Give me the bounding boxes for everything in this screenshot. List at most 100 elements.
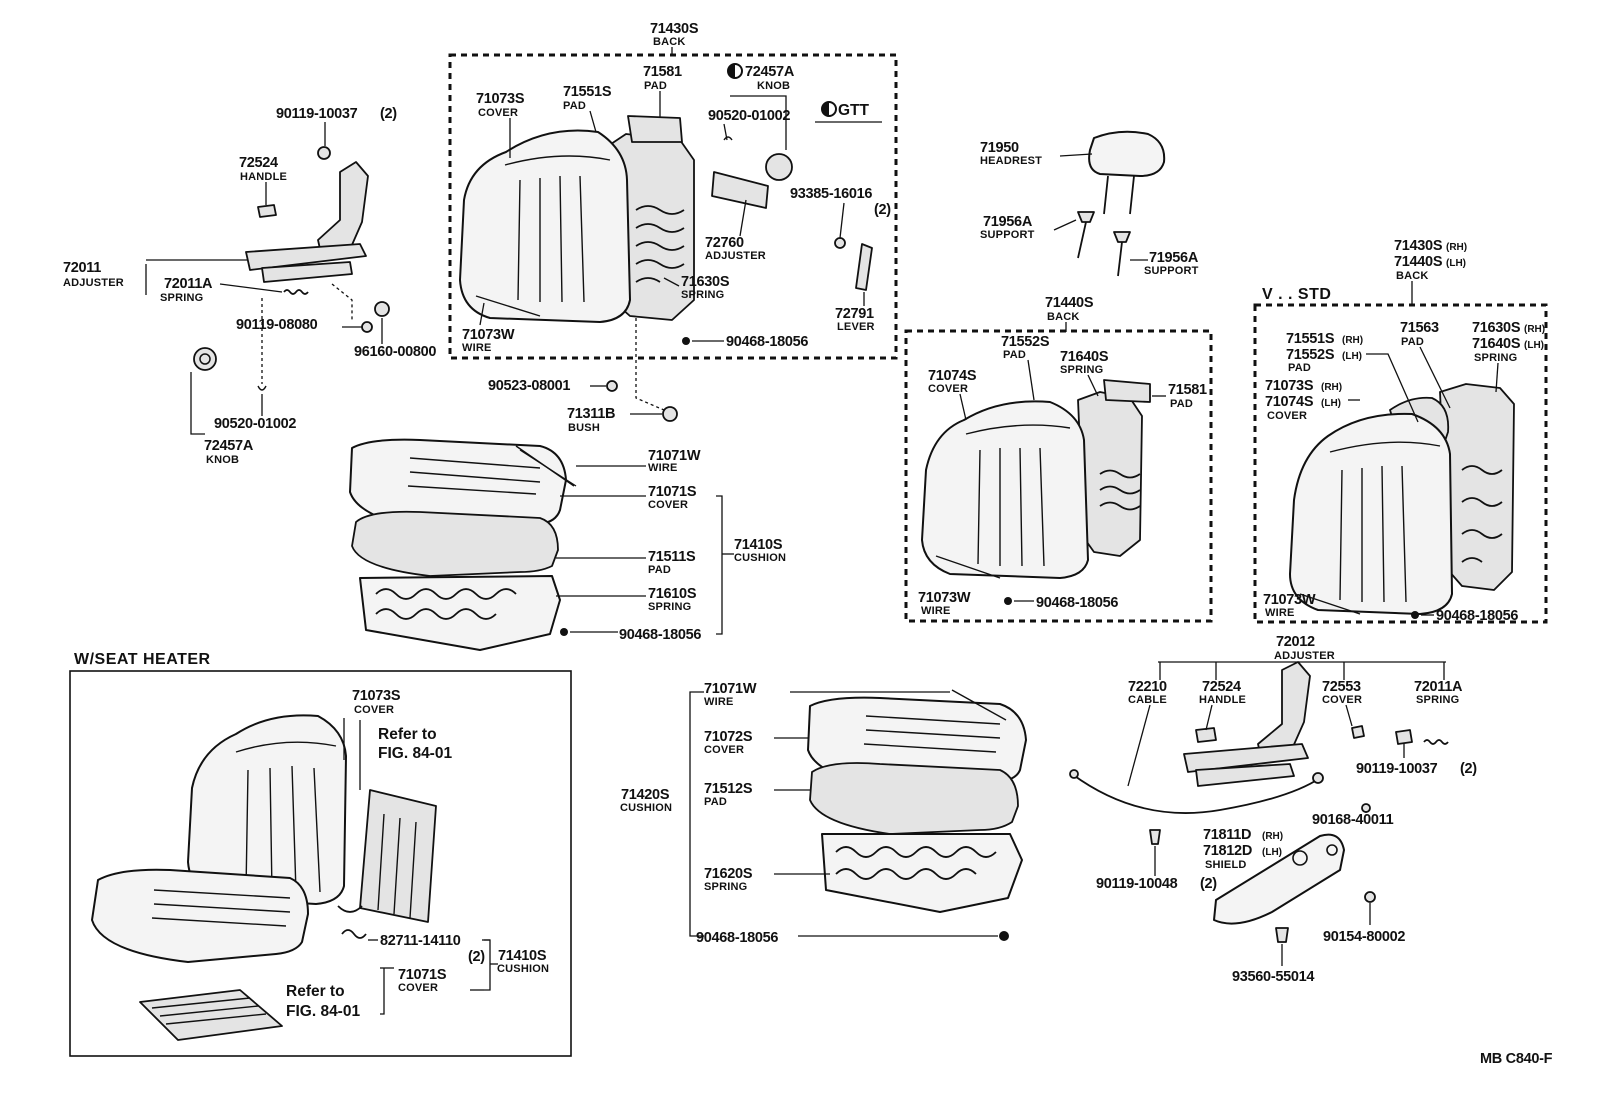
label-71552s-pad: 71552S PAD — [1001, 334, 1050, 401]
svg-text:(LH): (LH) — [1446, 258, 1466, 269]
svg-text:PAD: PAD — [1003, 349, 1026, 361]
svg-text:71311B: 71311B — [567, 406, 615, 422]
label-71440s-back: 71440S BACK — [1045, 295, 1094, 332]
svg-text:71581: 71581 — [1168, 382, 1207, 398]
svg-text:SPRING: SPRING — [1474, 352, 1517, 364]
label-71511s-pad: 71511S PAD — [556, 549, 696, 576]
label-90168-40011: 90168-40011 — [1312, 803, 1394, 828]
label-71551s-71552s-pad: 71551S (RH) 71552S (LH) PAD — [1286, 331, 1419, 423]
label-72457a-knob: 72457A KNOB — [727, 63, 795, 150]
svg-text:90119-10037: 90119-10037 — [1356, 761, 1438, 777]
svg-text:71440S: 71440S — [1045, 295, 1094, 311]
svg-text:71610S: 71610S — [648, 586, 697, 602]
svg-text:90468-18056: 90468-18056 — [1036, 595, 1118, 611]
svg-text:CUSHION: CUSHION — [497, 963, 549, 975]
seat-cushion-bottom — [807, 689, 1027, 913]
svg-text:71512S: 71512S — [704, 781, 753, 797]
svg-text:Refer to: Refer to — [378, 726, 437, 743]
label-90468-18056-mid: 90468-18056 — [560, 627, 702, 643]
svg-text:PAD: PAD — [563, 100, 586, 112]
svg-text:(LH): (LH) — [1321, 398, 1341, 409]
svg-text:82711-14110: 82711-14110 — [380, 933, 461, 949]
svg-text:71071S: 71071S — [398, 967, 447, 983]
svg-text:90468-18056: 90468-18056 — [726, 334, 808, 350]
svg-text:SUPPORT: SUPPORT — [1144, 265, 1199, 277]
label-w-seat-heater: W/SEAT HEATER — [74, 651, 211, 668]
svg-text:LEVER: LEVER — [837, 321, 875, 333]
svg-text:72457A: 72457A — [745, 64, 795, 80]
label-71620s-spring: 71620S SPRING — [704, 866, 830, 893]
svg-text:(2): (2) — [1200, 876, 1217, 892]
svg-text:(RH): (RH) — [1524, 324, 1545, 335]
label-71071s-cover-mid: 71071S COVER — [560, 484, 697, 511]
label-90520-01002-top: 90520-01002 — [708, 108, 791, 141]
svg-text:72012: 72012 — [1276, 634, 1315, 650]
svg-text:71640S: 71640S — [1472, 336, 1521, 352]
svg-text:90168-40011: 90168-40011 — [1312, 812, 1394, 828]
svg-text:BACK: BACK — [653, 36, 686, 48]
svg-text:COVER: COVER — [478, 107, 518, 119]
svg-text:71812D: 71812D — [1203, 843, 1252, 859]
svg-text:72457A: 72457A — [204, 438, 254, 454]
label-72524-handle-right: 72524 HANDLE — [1199, 662, 1246, 731]
svg-text:ADJUSTER: ADJUSTER — [63, 277, 124, 289]
seat-cushion-middle — [349, 438, 577, 651]
svg-text:(LH): (LH) — [1262, 847, 1282, 858]
label-v-std: V . . STD — [1262, 286, 1331, 303]
svg-text:(2): (2) — [468, 949, 485, 965]
svg-text:FIG. 84-01: FIG. 84-01 — [286, 1003, 360, 1020]
svg-text:72553: 72553 — [1322, 679, 1361, 695]
label-90520-01002-left: 90520-01002 — [214, 298, 297, 432]
svg-text:71430S: 71430S — [650, 21, 699, 37]
label-72011a-spring-left: 72011A SPRING — [160, 276, 283, 304]
svg-text:90468-18056: 90468-18056 — [619, 627, 701, 643]
label-90119-10037-right: 90119-10037 (2) — [1356, 744, 1478, 777]
svg-text:71420S: 71420S — [621, 787, 670, 803]
svg-text:CABLE: CABLE — [1128, 694, 1167, 706]
seat-heater-assembly — [91, 714, 437, 1041]
svg-text:V . . STD: V . . STD — [1262, 286, 1331, 303]
svg-text:CUSHION: CUSHION — [734, 552, 786, 564]
label-71640s-spring-back: 71640S SPRING — [1060, 349, 1109, 397]
svg-text:COVER: COVER — [648, 499, 688, 511]
label-71950-headrest: 71950 HEADREST — [980, 140, 1093, 167]
label-90468-18056-bottom: 90468-18056 — [696, 930, 1009, 946]
svg-text:90468-18056: 90468-18056 — [1436, 608, 1518, 624]
svg-text:71511S: 71511S — [648, 549, 696, 565]
label-90468-18056-back: 90468-18056 — [1004, 595, 1119, 611]
label-71630s-spring: 71630S SPRING — [663, 274, 730, 301]
label-72012-adjuster: 72012 ADJUSTER — [1158, 634, 1446, 663]
svg-text:96160-00800: 96160-00800 — [354, 344, 436, 360]
svg-text:71074S: 71074S — [928, 368, 977, 384]
label-gtt: GTT — [815, 101, 882, 123]
label-refer-fig-84-01-top: Refer to FIG. 84-01 — [359, 720, 452, 790]
svg-text:WIRE: WIRE — [704, 696, 734, 708]
svg-text:72524: 72524 — [239, 155, 278, 171]
svg-text:PAD: PAD — [1401, 336, 1424, 348]
svg-text:90119-08080: 90119-08080 — [236, 317, 318, 333]
svg-text:GTT: GTT — [838, 102, 870, 119]
svg-text:71811D: 71811D — [1203, 827, 1251, 843]
label-71430s-71440s-back: 71430S (RH) 71440S (LH) BACK — [1394, 238, 1467, 306]
svg-text:SPRING: SPRING — [160, 292, 203, 304]
svg-text:71073S: 71073S — [352, 688, 401, 704]
label-96160-00800: 96160-00800 — [354, 301, 437, 360]
label-72553-cover: 72553 COVER — [1322, 662, 1362, 727]
svg-text:71071W: 71071W — [704, 681, 757, 697]
svg-text:71073W: 71073W — [918, 590, 971, 606]
svg-text:W/SEAT HEATER: W/SEAT HEATER — [74, 651, 211, 668]
frame-v-std — [1253, 303, 1548, 624]
label-93385-16016: 93385-16016 (2) — [790, 186, 892, 249]
label-71610s-spring: 71610S SPRING — [556, 586, 697, 613]
label-90119-10048: 90119-10048 (2) — [1096, 829, 1218, 892]
svg-text:SPRING: SPRING — [704, 881, 747, 893]
svg-text:HANDLE: HANDLE — [240, 171, 287, 183]
label-90468-18056-top: 90468-18056 — [682, 334, 809, 350]
label-72011a-spring-right: 72011A SPRING — [1414, 662, 1463, 706]
label-72791-lever: 72791 LEVER — [835, 243, 875, 333]
svg-text:(2): (2) — [1460, 761, 1477, 777]
svg-text:71073S: 71073S — [1265, 378, 1314, 394]
label-90154-80002: 90154-80002 — [1323, 891, 1406, 945]
svg-text:SPRING: SPRING — [1060, 364, 1103, 376]
